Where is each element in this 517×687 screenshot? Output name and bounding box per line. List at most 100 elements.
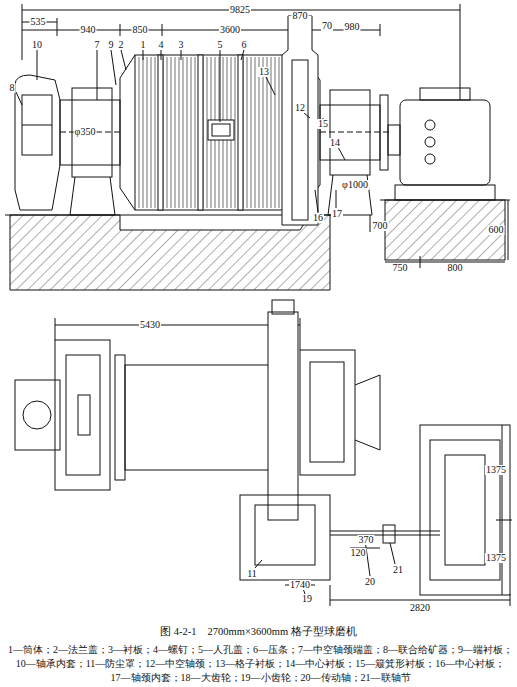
drawing-stroke <box>300 318 301 350</box>
dimension-label: 1375 <box>485 553 507 563</box>
drawing-stroke <box>272 300 294 314</box>
drawing-stroke <box>330 531 440 532</box>
drawing-stroke <box>380 24 381 36</box>
drawing-stroke <box>390 543 395 564</box>
drawing-stroke <box>420 88 470 100</box>
part-name: 7—中空轴颈端盖； <box>298 643 383 657</box>
dimension-label: φ350 <box>74 127 97 137</box>
callout-number: 13 <box>258 67 270 77</box>
drawing-stroke <box>143 50 144 60</box>
drawing-stroke <box>425 154 435 164</box>
drawing-stroke <box>60 100 120 165</box>
drawing-stroke <box>241 50 244 60</box>
part-name: 19—小齿轮； <box>241 671 301 685</box>
drawing-stroke <box>125 365 270 470</box>
dimension-label: 940 <box>80 25 97 35</box>
drawing-stroke <box>15 75 60 210</box>
drawing-stroke <box>181 50 182 60</box>
part-name: 2—法兰盖； <box>53 643 108 657</box>
callout-number: 9 <box>108 40 115 50</box>
callout-number: 16 <box>312 213 324 223</box>
drawing-stroke <box>238 55 243 210</box>
part-name: 5—人孔盖； <box>198 643 253 657</box>
callout-number: 11 <box>246 569 258 579</box>
part-name: 4—螺钉； <box>153 643 198 657</box>
drawing-stroke <box>425 120 435 130</box>
parts-list: 1—筒体；2—法兰盖；3—衬板；4—螺钉；5—人孔盖；6—压条；7—中空轴颈端盖… <box>8 643 513 685</box>
drawing-stroke <box>383 525 395 543</box>
drawing-stroke <box>139 57 140 208</box>
drawing-stroke <box>158 55 163 210</box>
drawing-stroke <box>255 560 262 568</box>
callout-number: 17 <box>331 209 343 219</box>
drawing-stroke <box>330 90 370 175</box>
part-name: 20—传动轴； <box>301 671 361 685</box>
drawing-stroke <box>111 50 116 85</box>
callout-number: 15 <box>317 119 329 129</box>
drawing-stroke <box>207 57 208 208</box>
drawing-stroke <box>400 100 490 185</box>
dimension-label: 9825 <box>229 5 251 15</box>
dimension-label: 870 <box>292 11 309 21</box>
drawing-stroke <box>97 50 98 100</box>
drawing-stroke <box>380 95 388 170</box>
drawing-stroke <box>37 50 38 80</box>
drawing-stroke <box>502 425 503 595</box>
drawing-stroke <box>508 200 509 260</box>
drawing-stroke <box>336 190 337 208</box>
drawing-stroke <box>292 60 308 220</box>
drawing-stroke <box>251 57 252 208</box>
drawing-stroke <box>171 57 172 208</box>
drawing-stroke <box>395 185 495 200</box>
drawing-stroke <box>275 57 276 208</box>
part-name: 18—大齿轮； <box>181 671 241 685</box>
drawing-stroke <box>57 18 58 36</box>
drawing-stroke <box>175 57 176 208</box>
drawing-stroke <box>385 200 505 260</box>
drawing-stroke <box>115 355 125 480</box>
callout-number: 10 <box>31 40 43 50</box>
drawing-stroke <box>510 594 511 606</box>
dimension-label: φ1000 <box>341 180 369 190</box>
drawing-stroke <box>263 57 264 208</box>
part-name: 16—中心衬板； <box>435 657 505 671</box>
callout-number: 8 <box>9 83 16 93</box>
drawing-stroke <box>365 540 370 576</box>
drawing-stroke <box>338 147 345 160</box>
part-name: 3—衬板； <box>108 643 153 657</box>
dimension-label: 600 <box>488 225 505 235</box>
drawing-stroke <box>425 137 435 147</box>
callout-number: 6 <box>241 40 248 50</box>
drawing-stroke <box>10 215 330 290</box>
drawing-stroke <box>147 57 148 208</box>
drawing-stroke <box>198 55 203 210</box>
callout-number: 21 <box>392 565 404 575</box>
figure-caption: 图 4-2-1 2700mm×3600mm 格子型球磨机 <box>160 626 357 637</box>
drawing-stroke <box>183 57 184 208</box>
drawing-stroke <box>195 57 196 208</box>
drawing-stroke <box>161 50 162 60</box>
dimension-label: 2820 <box>409 603 431 613</box>
drawing-stroke <box>445 455 485 565</box>
drawing-stroke <box>155 57 156 208</box>
part-name: 21—联轴节 <box>361 671 411 685</box>
drawing-stroke <box>259 57 260 208</box>
drawing-stroke <box>66 355 100 475</box>
callout-number: 2 <box>118 40 125 50</box>
drawing-stroke <box>388 125 400 155</box>
drawing-stroke <box>420 425 510 595</box>
drawing-stroke <box>162 24 163 36</box>
drawing-stroke <box>330 600 510 601</box>
part-name: 9—端衬板； <box>458 643 513 657</box>
drawing-stroke <box>300 350 355 475</box>
drawing-stroke <box>310 362 344 462</box>
drawing-stroke <box>16 92 22 105</box>
drawing-stroke <box>268 312 298 520</box>
part-name: 8—联合给矿器； <box>383 643 458 657</box>
dimension-label: 1375 <box>485 465 507 475</box>
drawing-stroke <box>235 57 236 208</box>
part-name: 11—防尘罩； <box>86 657 146 671</box>
callout-number: 3 <box>178 40 185 50</box>
drawing-stroke <box>271 57 272 208</box>
